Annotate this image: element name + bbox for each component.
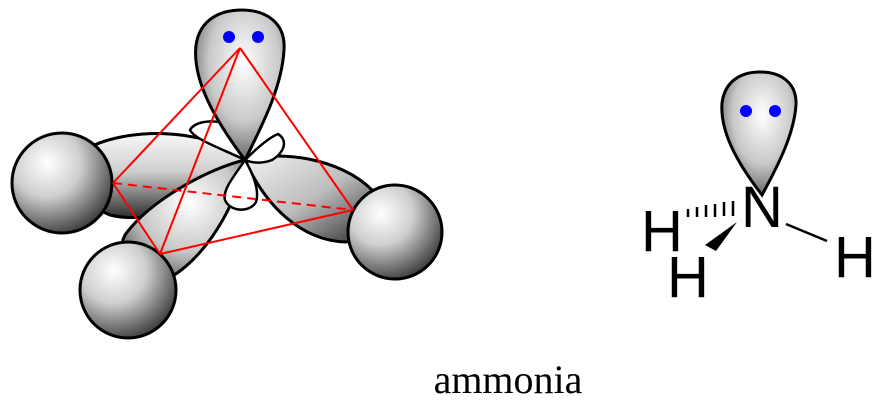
single-bond [785,222,828,243]
atom-label-n: N [741,175,783,240]
orbital-small-lobe-back-right [242,132,286,164]
hydrogen-sphere-front [78,240,178,340]
lone-pair-icon [769,105,781,117]
tetrahedron [112,47,354,255]
hydrogen-sphere-right [346,183,444,281]
molecule-name: ammonia [434,357,583,402]
hydrogen-sphere-left [10,131,114,235]
lone-pair-icon [252,31,264,43]
lone-pair-icon [223,31,235,43]
hashed-bond [686,201,735,217]
lone-pair-lobe [720,70,798,198]
atom-label-h-left: H [641,199,683,264]
lone-pair-icon [740,105,752,117]
ammonia-structure: N H H H [641,70,876,310]
atom-label-h-bottom: H [667,245,709,310]
atom-label-h-right: H [834,225,876,290]
orbital-lobe-top [194,8,286,163]
sp3-orbital-model-icon [10,8,444,340]
wedge-bond [705,222,737,251]
